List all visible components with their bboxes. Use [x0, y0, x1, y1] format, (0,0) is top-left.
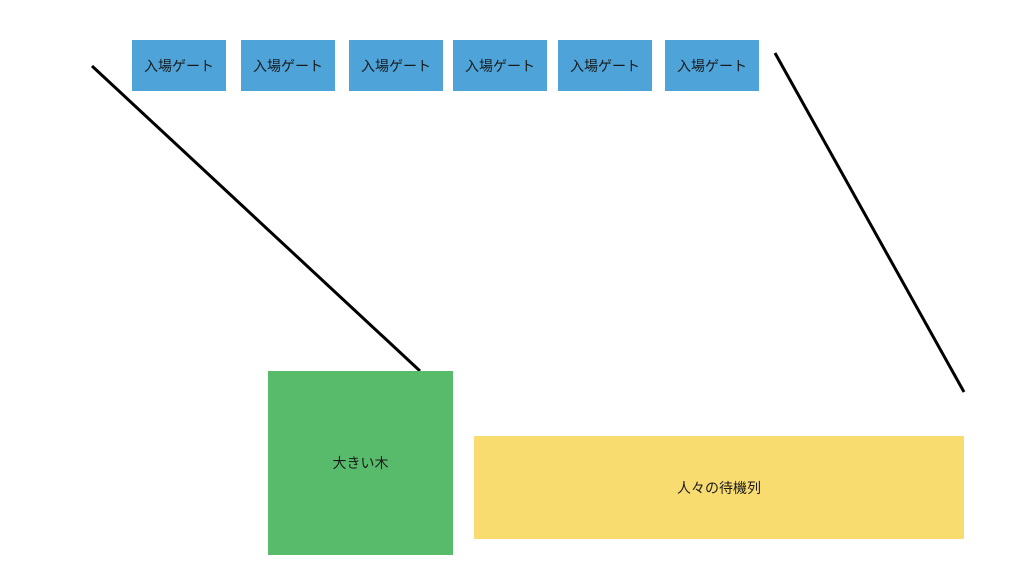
entrance-gate-6: 入場ゲート — [665, 40, 759, 91]
entrance-gate-3: 入場ゲート — [349, 40, 443, 91]
entrance-gate-label: 入場ゲート — [253, 58, 323, 75]
entrance-gate-label: 入場ゲート — [361, 58, 431, 75]
big-tree-label: 大きい木 — [332, 456, 389, 472]
right-boundary-line — [773, 52, 966, 393]
entrance-gate-label: 入場ゲート — [570, 58, 640, 75]
entrance-gate-label: 入場ゲート — [144, 58, 214, 75]
entrance-gate-label: 入場ゲート — [677, 58, 747, 75]
entrance-gate-2: 入場ゲート — [241, 40, 335, 91]
left-boundary-line — [90, 64, 422, 373]
entrance-gate-label: 入場ゲート — [465, 58, 535, 75]
entrance-gate-5: 入場ゲート — [558, 40, 652, 91]
entrance-gate-1: 入場ゲート — [132, 40, 226, 91]
waiting-queue-label: 人々の待機列 — [677, 480, 761, 497]
big-tree-box: 大きい木 — [268, 371, 453, 555]
entrance-gate-4: 入場ゲート — [453, 40, 547, 91]
waiting-queue-box: 人々の待機列 — [474, 436, 964, 539]
